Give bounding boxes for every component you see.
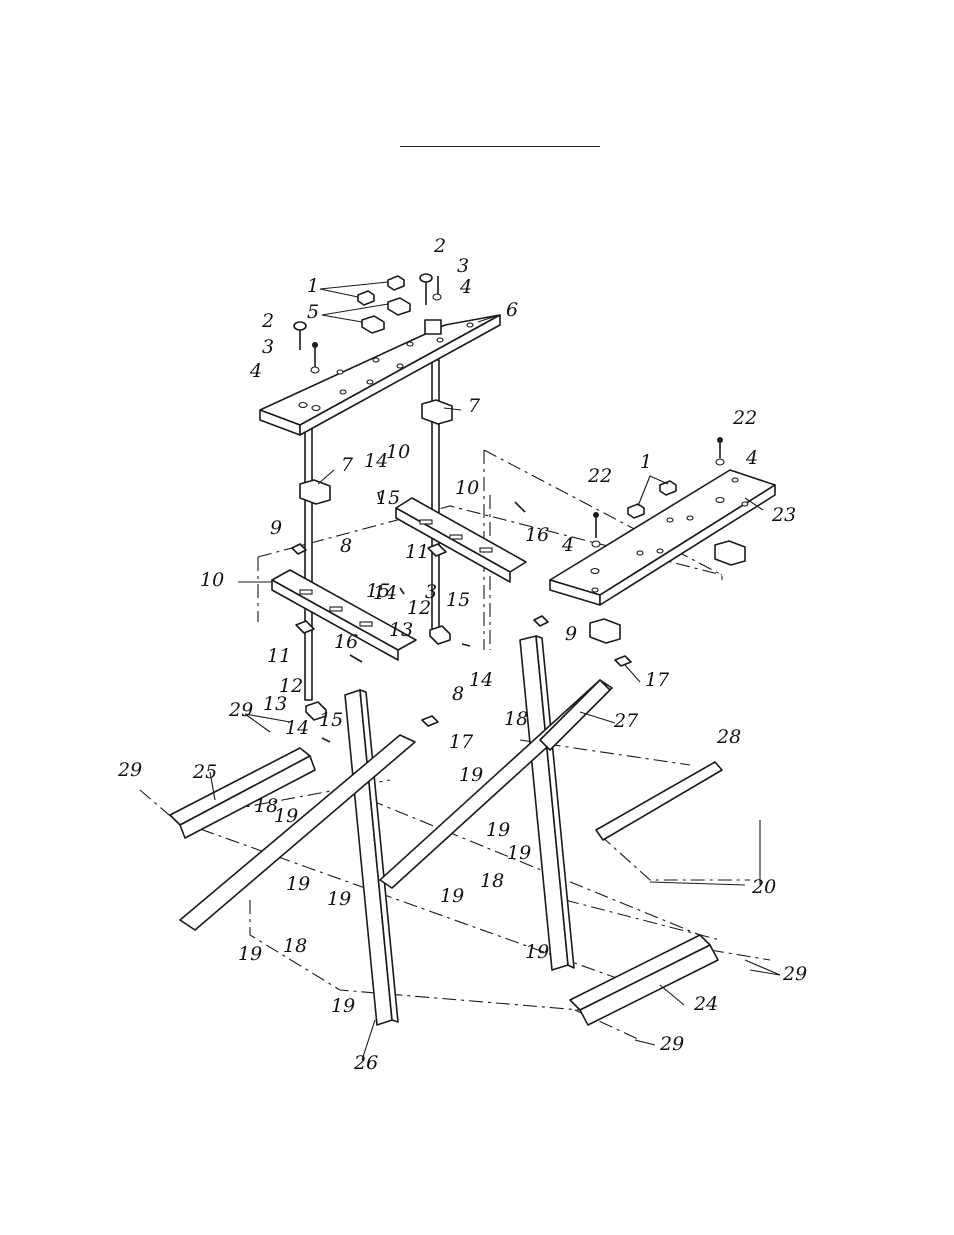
callout-c10b: 10: [455, 477, 479, 499]
callout-c15d: 15: [319, 709, 343, 731]
callout-c11b: 11: [267, 645, 291, 667]
rails-10: [271, 497, 527, 661]
callout-c2a: 2: [433, 235, 446, 257]
callout-c27: 27: [613, 710, 639, 732]
small-parts: [291, 491, 632, 743]
callout-c17a: 17: [645, 669, 670, 691]
top-board-6: [259, 314, 501, 436]
callout-c4a: 4: [459, 276, 472, 298]
fastener-parts: [293, 273, 725, 548]
callout-c9a: 9: [270, 517, 282, 539]
callout-c7b: 7: [341, 454, 354, 476]
callout-c13b: 13: [263, 693, 287, 715]
stretcher-bars: [169, 679, 723, 1026]
callout-c19c: 19: [486, 819, 510, 841]
callout-c14d: 14: [285, 717, 309, 739]
callout-c8a: 8: [340, 535, 352, 557]
callout-c19b: 19: [274, 805, 298, 827]
callout-c29a: 29: [228, 699, 253, 721]
callout-c9b: 9: [565, 623, 577, 645]
callout-c4d: 4: [561, 534, 574, 556]
callout-c22b: 22: [587, 465, 612, 487]
callout-c29c: 29: [782, 963, 807, 985]
callout-c7a: 7: [468, 395, 481, 417]
callout-c29b: 29: [117, 759, 142, 781]
title-underline: [400, 146, 600, 147]
callout-c19g: 19: [327, 888, 351, 910]
callout-c3a: 3: [457, 255, 469, 277]
callout-c19d: 19: [507, 842, 531, 864]
callout-c16b: 16: [334, 631, 358, 653]
callout-c3b: 3: [262, 336, 274, 358]
callout-c19a: 19: [459, 764, 483, 786]
callout-c28: 28: [716, 726, 741, 748]
callout-c4b: 4: [249, 360, 262, 382]
callout-c14b: 14: [373, 582, 397, 604]
callout-c10c: 10: [200, 569, 224, 591]
callout-c1a: 1: [307, 275, 319, 297]
callout-c8b: 8: [452, 683, 464, 705]
callout-c3c: 3: [425, 581, 437, 603]
callout-c1b: 1: [640, 451, 652, 473]
callout-c4c: 4: [745, 447, 758, 469]
callout-c15c: 15: [446, 589, 470, 611]
callout-c14c: 14: [469, 669, 493, 691]
callout-c18b: 18: [254, 795, 278, 817]
callout-c18d: 18: [283, 935, 307, 957]
top-board-23: [549, 469, 776, 606]
callout-c19h: 19: [238, 943, 262, 965]
callout-c15b: 15: [366, 580, 390, 602]
blocks-7: [299, 399, 746, 644]
callout-c11a: 11: [405, 541, 429, 563]
legs-26: [179, 635, 613, 1026]
leader-lines: [209, 281, 781, 1061]
callout-c13a: 13: [389, 619, 413, 641]
callout-c19e: 19: [440, 885, 464, 907]
callout-c17b: 17: [449, 731, 474, 753]
callout-c20: 20: [751, 876, 776, 898]
callout-c14a: 14: [364, 450, 388, 472]
callout-c15a: 15: [376, 487, 400, 509]
callout-c6: 6: [506, 299, 518, 321]
callout-c16a: 16: [525, 524, 549, 546]
callout-c19j: 19: [331, 995, 355, 1017]
callout-c18a: 18: [504, 708, 528, 730]
callout-c12b: 12: [279, 675, 303, 697]
callout-c10a: 10: [386, 441, 410, 463]
callout-c22a: 22: [732, 407, 757, 429]
callout-c29d: 29: [659, 1033, 684, 1055]
callout-c2b: 2: [261, 310, 274, 332]
callout-c24: 24: [693, 993, 718, 1015]
callout-c19f: 19: [286, 873, 310, 895]
callout-c25: 25: [192, 761, 217, 783]
callout-c18c: 18: [480, 870, 504, 892]
callout-c26: 26: [353, 1052, 378, 1074]
callout-c23: 23: [771, 504, 796, 526]
callout-c5: 5: [307, 301, 319, 323]
callout-c12a: 12: [407, 597, 431, 619]
callout-c19i: 19: [525, 941, 549, 963]
